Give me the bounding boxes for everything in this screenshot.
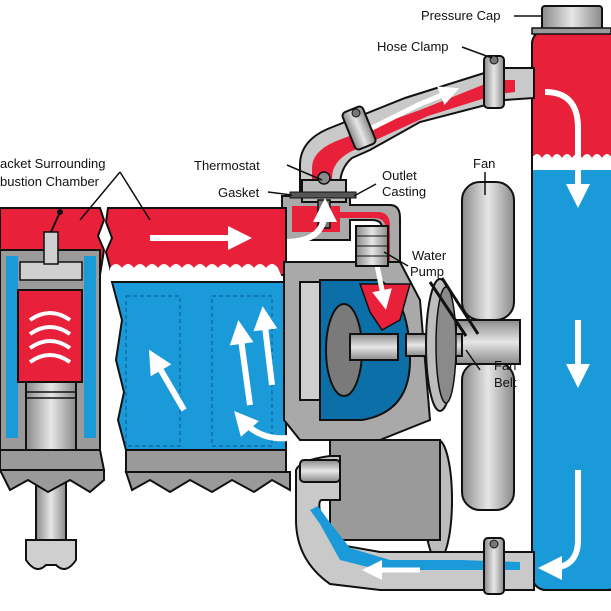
pressure-cap (531, 5, 611, 35)
label-fan: Fan (473, 156, 495, 171)
engine-block (0, 207, 324, 570)
radiator-hot-tank (532, 30, 611, 162)
combustion-heat-waves (28, 311, 72, 364)
radiator (531, 29, 611, 591)
fan-hub (455, 319, 521, 365)
radiator-flow-arrow-bottom (538, 470, 581, 580)
block-flow-arrow-3 (253, 306, 278, 386)
lower-pulley (329, 439, 453, 561)
block-flow-arrow-2 (229, 320, 254, 406)
leader-lines (79, 15, 542, 371)
lower-hose-clamp (483, 537, 505, 595)
water-pump (283, 225, 432, 441)
label-outlet-line1: Outlet (382, 168, 417, 183)
radiator-flow-arrow-top (544, 89, 590, 208)
lower-hose-clamp-2 (299, 459, 341, 483)
label-jacket-line1: acket Surrounding (0, 156, 106, 171)
fan-belt (428, 277, 480, 337)
gasket (289, 191, 357, 199)
lower-radiator-hose (295, 455, 535, 591)
cylinder (0, 209, 101, 570)
label-hose-clamp: Hose Clamp (377, 39, 449, 54)
label-jacket-line2: bustion Chamber (0, 174, 100, 189)
label-outlet-line2: Casting (382, 184, 426, 199)
head-jacket-main (104, 207, 287, 276)
block-flow-arrow-1 (148, 349, 187, 412)
pulley (425, 278, 457, 412)
label-fan-belt-line2: Belt (494, 375, 517, 390)
label-fan-belt-line1: Fan (494, 358, 516, 373)
pump-shaft (349, 333, 399, 361)
upper-hose-clamp-2 (341, 105, 377, 151)
fan-blade-top (461, 181, 515, 321)
label-thermostat: Thermostat (194, 158, 260, 173)
label-water-line2: Pump (410, 264, 444, 279)
thermostat-flow-arrow (284, 198, 337, 245)
hose-flow-arrow (370, 86, 460, 131)
radiator-foam (532, 154, 611, 170)
label-gasket: Gasket (218, 185, 260, 200)
block-water-jacket (110, 281, 287, 451)
label-water-line1: Water (412, 248, 447, 263)
label-pressure-cap: Pressure Cap (421, 8, 500, 23)
